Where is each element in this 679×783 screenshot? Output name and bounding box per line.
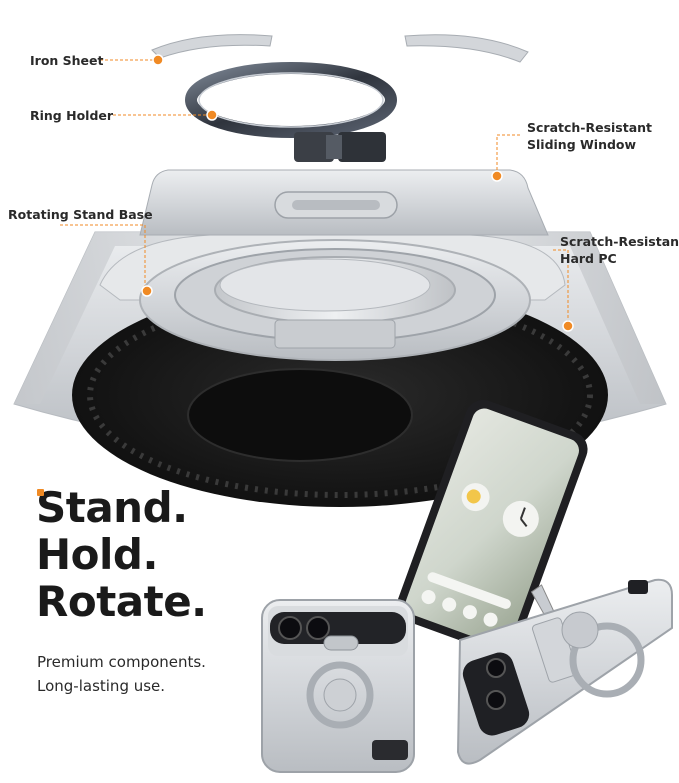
callout-hard-pc-line2: Hard PC	[560, 251, 617, 266]
subcopy: Premium components. Long-lasting use.	[37, 650, 206, 698]
ring-stand-icon	[306, 661, 374, 729]
leader-dot-icon	[141, 54, 574, 332]
callout-sliding-window-line2: Sliding Window	[527, 137, 637, 152]
callout-leader-lines	[60, 59, 569, 326]
headline: Stand. Hold. Rotate.	[36, 484, 207, 625]
ring-holder	[185, 62, 397, 162]
headline-accent-mark	[37, 489, 44, 496]
callout-sliding-window-line1: Scratch-Resistant	[527, 120, 653, 135]
callout-ring-holder: Ring Holder	[30, 108, 114, 123]
rotating-stand-base	[99, 234, 566, 361]
headline-line-3: Rotate.	[36, 577, 207, 626]
sliding-window-plate	[139, 169, 549, 236]
camera-bar	[270, 612, 406, 644]
subcopy-line-2: Long-lasting use.	[37, 677, 166, 695]
callout-sliding-window: Scratch-Resistant Sliding Window	[527, 119, 652, 153]
iron-sheet	[151, 34, 529, 63]
callout-rotating-stand-base: Rotating Stand Base	[8, 207, 153, 222]
callout-hard-pc-line1: Scratch-Resistant	[560, 234, 679, 249]
callout-iron-sheet: Iron Sheet	[30, 53, 104, 68]
subcopy-line-1: Premium components.	[37, 653, 206, 671]
magnet-disc	[187, 368, 413, 462]
phone-back-view	[261, 599, 415, 773]
camera-lens-icon	[278, 616, 302, 640]
callout-hard-pc: Scratch-Resistant Hard PC	[560, 233, 679, 267]
headline-line-1: Stand.	[36, 483, 188, 532]
phone-kickstand-view	[456, 578, 673, 765]
phone-front-view	[397, 399, 588, 655]
headline-line-2: Hold.	[36, 530, 158, 579]
